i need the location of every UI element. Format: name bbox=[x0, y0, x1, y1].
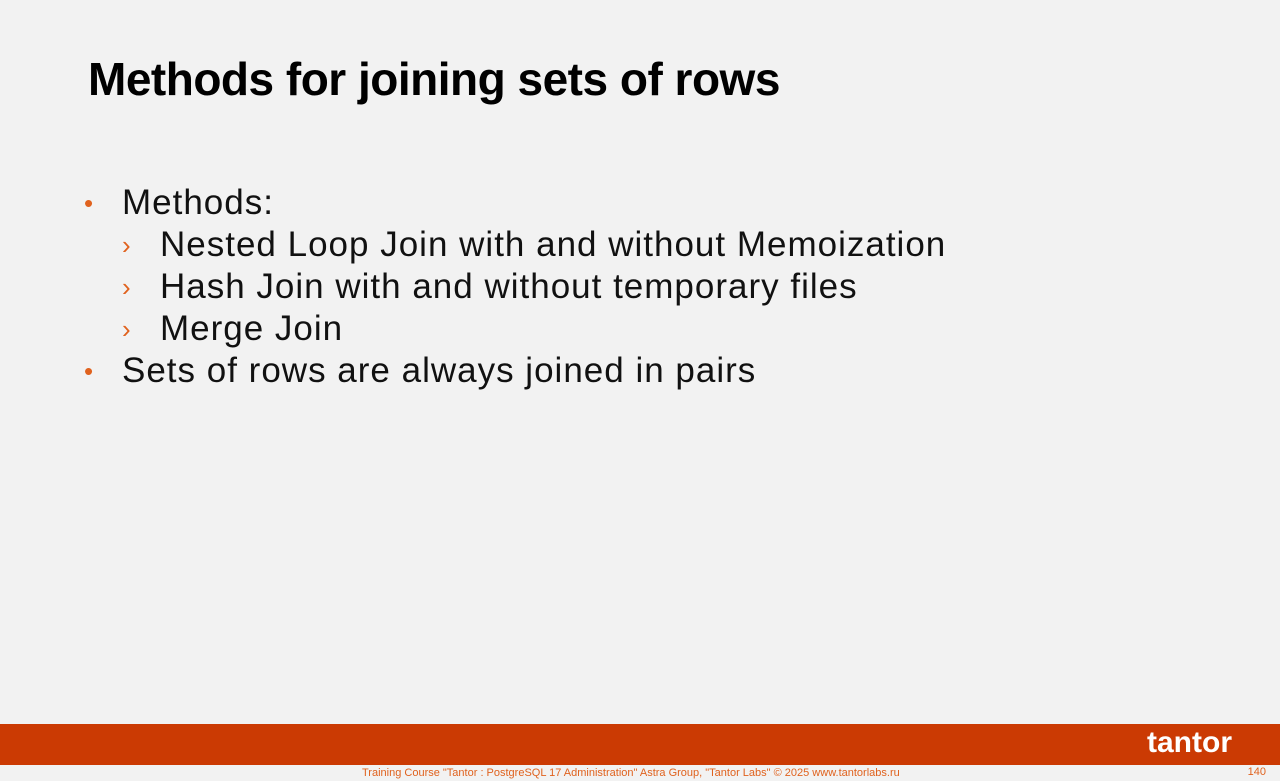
chevron-right-icon: › bbox=[122, 272, 132, 302]
bullet-text: Nested Loop Join with and without Memoiz… bbox=[160, 225, 947, 264]
bullet-item: • Methods: bbox=[84, 182, 946, 224]
footer-band: tantor bbox=[0, 724, 1280, 765]
tantor-logo: tantor bbox=[1147, 726, 1232, 759]
chevron-right-icon: › bbox=[122, 314, 132, 344]
bullet-item: • Sets of rows are always joined in pairs bbox=[84, 350, 946, 392]
page-number: 140 bbox=[1247, 766, 1266, 778]
bullet-text: Sets of rows are always joined in pairs bbox=[122, 351, 757, 390]
chevron-right-icon: › bbox=[122, 230, 132, 260]
footer-text: Training Course "Tantor : PostgreSQL 17 … bbox=[362, 767, 900, 779]
sub-bullet-item: › Nested Loop Join with and without Memoi… bbox=[84, 224, 946, 266]
sub-bullet-item: › Hash Join with and without temporary fi… bbox=[84, 266, 946, 308]
bullet-text: Hash Join with and without temporary fil… bbox=[160, 267, 858, 306]
bullet-text: Methods: bbox=[122, 183, 274, 222]
sub-bullet-item: › Merge Join bbox=[84, 308, 946, 350]
bullet-text: Merge Join bbox=[160, 309, 344, 348]
slide-title: Methods for joining sets of rows bbox=[88, 53, 780, 105]
bullet-icon: • bbox=[84, 188, 95, 218]
bullet-list: • Methods: › Nested Loop Join with and wit… bbox=[84, 182, 946, 392]
bullet-icon: • bbox=[84, 356, 95, 386]
